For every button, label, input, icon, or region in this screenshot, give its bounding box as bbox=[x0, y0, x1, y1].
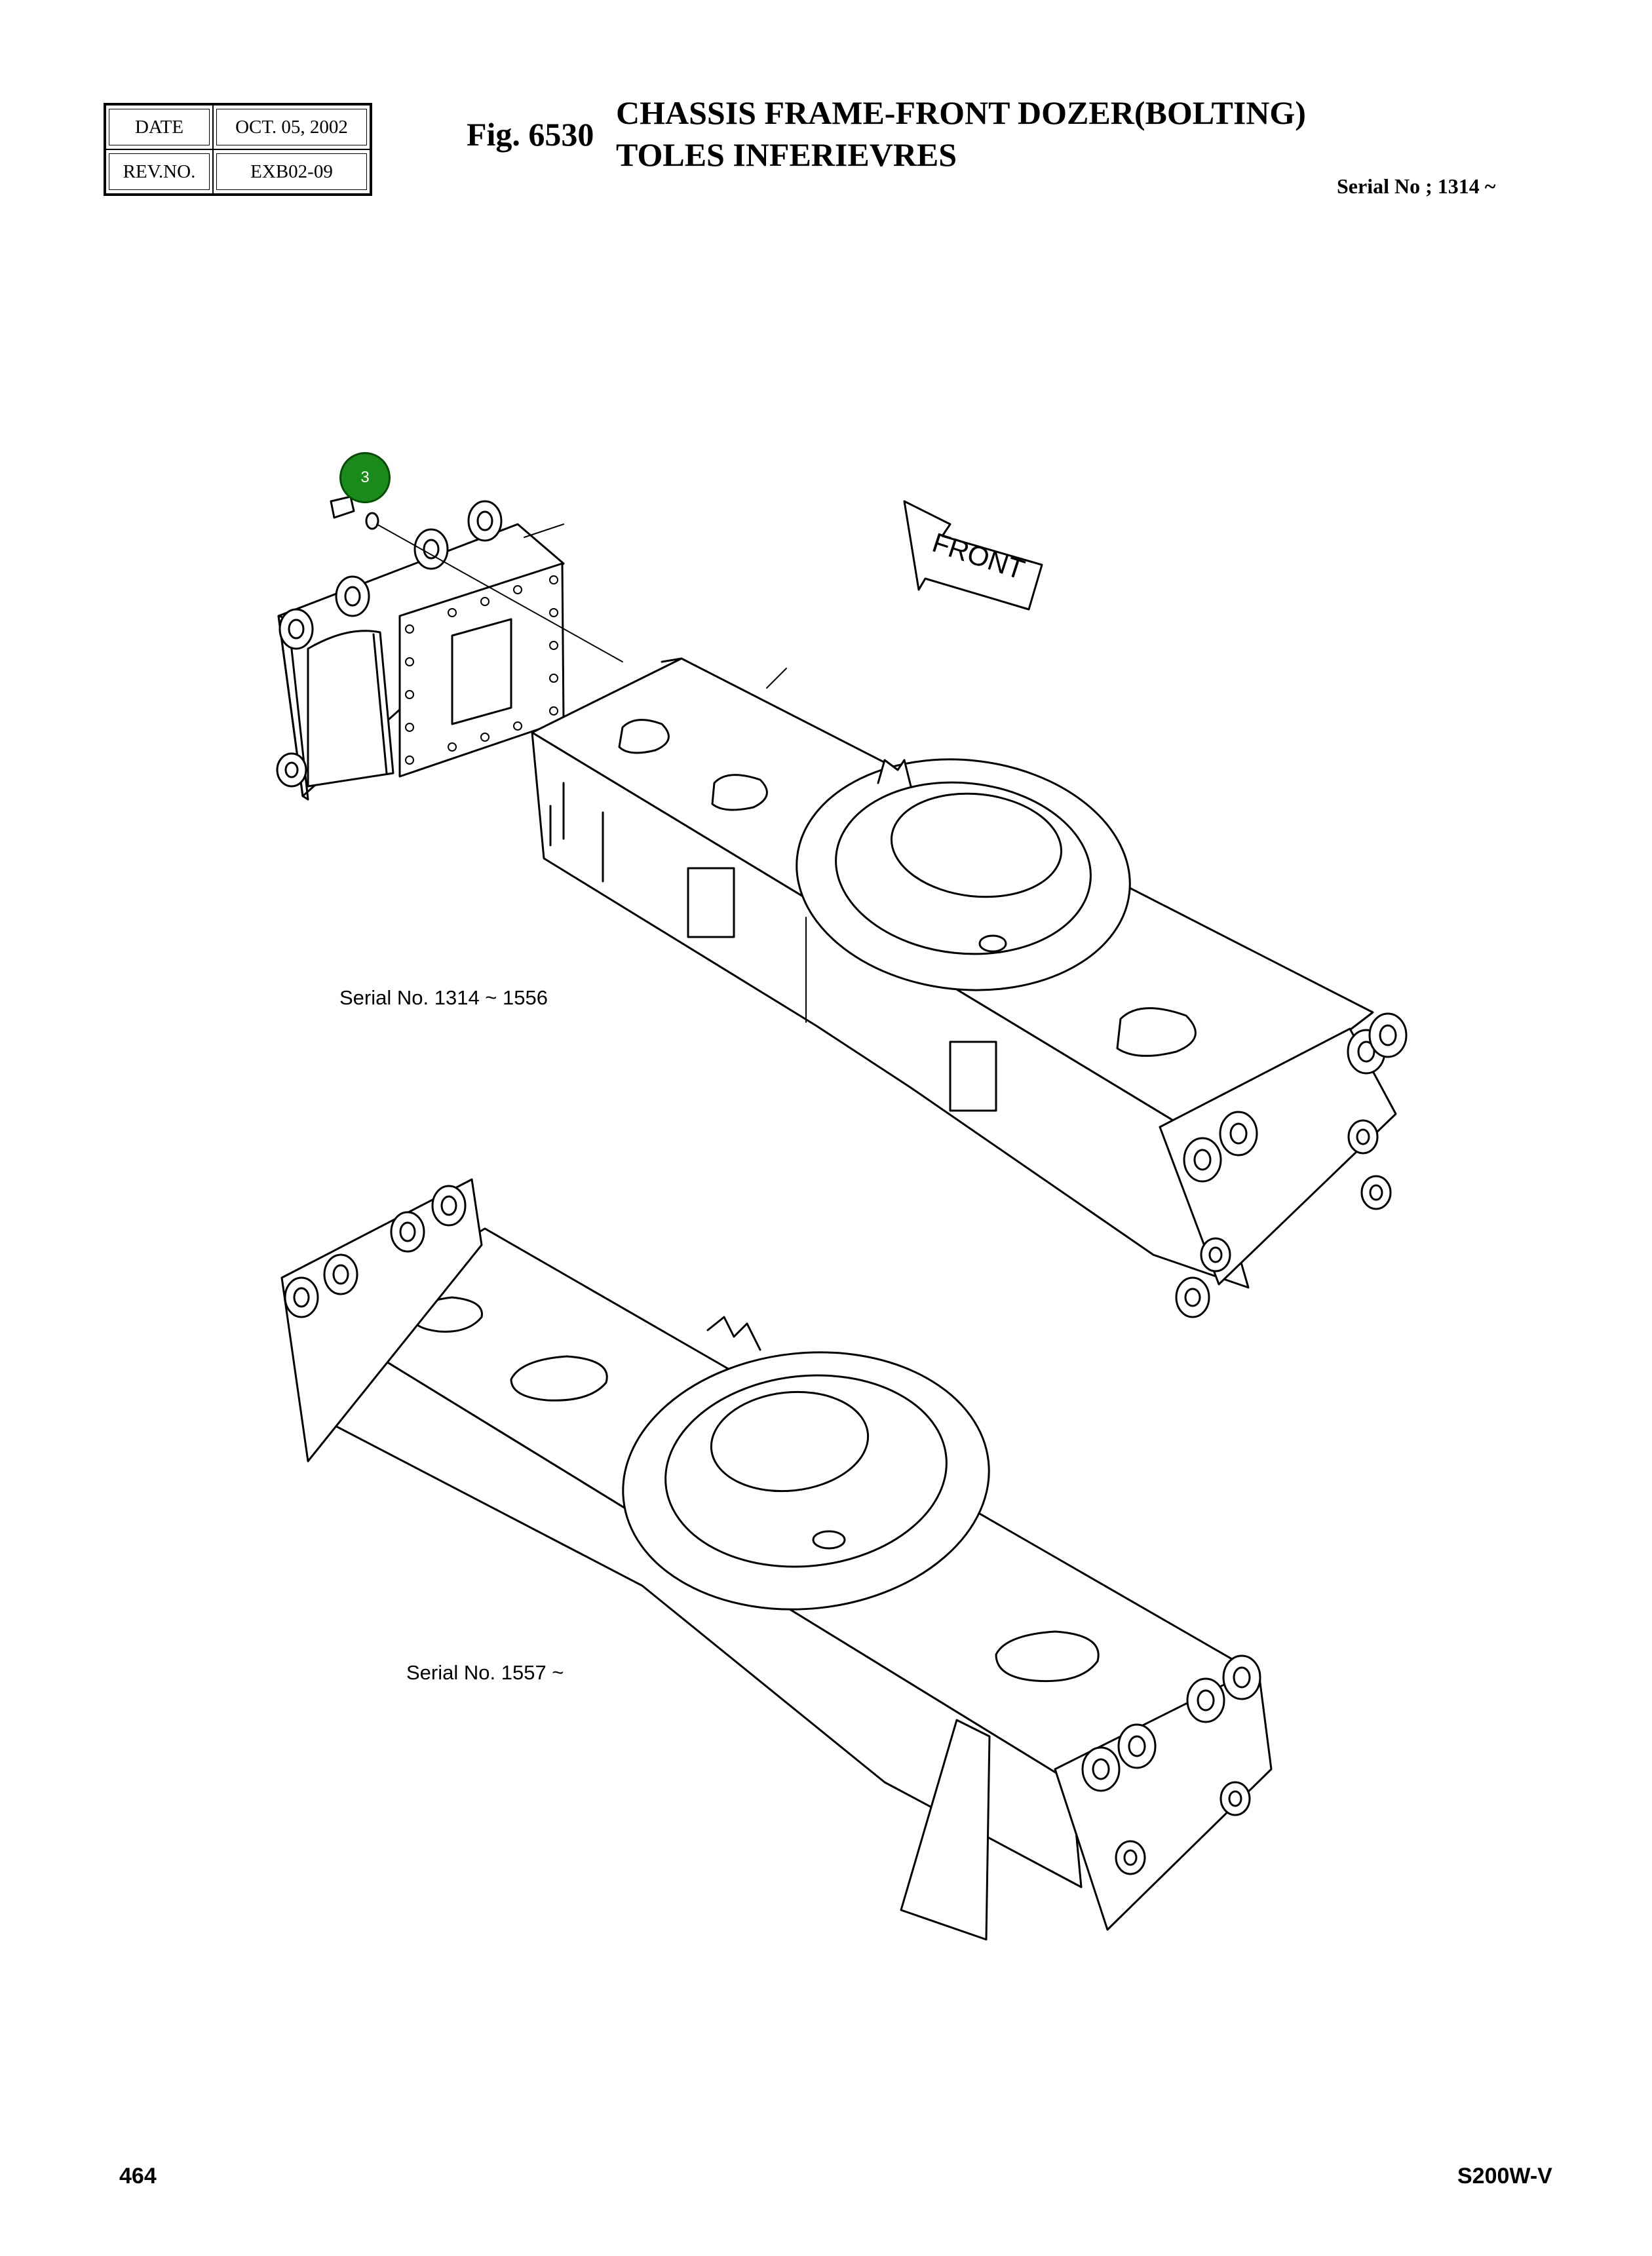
date-value-cell: OCT. 05, 2002 bbox=[212, 104, 372, 150]
rev-label: REV.NO. bbox=[109, 153, 210, 190]
upper-rear-lugs bbox=[1159, 1012, 1408, 1318]
rev-value: EXB02-09 bbox=[216, 153, 367, 190]
frame-upper-label: Serial No. 1314 ~ 1556 bbox=[339, 986, 548, 1009]
model-name: S200W-V bbox=[1457, 2164, 1552, 2189]
bracket-bolt-holes bbox=[405, 575, 558, 765]
figure-title-line1: CHASSIS FRAME-FRONT DOZER(BOLTING) bbox=[616, 94, 1306, 131]
page-number: 464 bbox=[119, 2164, 157, 2189]
lower-front-lugs bbox=[280, 1178, 483, 1463]
callout-3[interactable]: 3 bbox=[339, 452, 391, 503]
chassis-frame-upper bbox=[531, 657, 1408, 1318]
front-arrow: FRONT bbox=[903, 500, 1043, 611]
serial-range: Serial No ; 1314 ~ bbox=[1337, 174, 1496, 198]
rev-label-cell: REV.NO. bbox=[104, 149, 214, 195]
figure-title: CHASSIS FRAME-FRONT DOZER(BOLTING) TOLES… bbox=[616, 92, 1306, 176]
lower-rear-lugs bbox=[1054, 1654, 1273, 1931]
date-label-cell: DATE bbox=[104, 104, 214, 150]
bracket-lugs bbox=[276, 500, 503, 788]
frame-lower-label: Serial No. 1557 ~ bbox=[406, 1661, 564, 1684]
rev-value-cell: EXB02-09 bbox=[212, 149, 372, 195]
chassis-frame-lower bbox=[280, 1178, 1273, 1941]
leader-line bbox=[376, 524, 623, 662]
dozer-bracket bbox=[276, 495, 623, 801]
figure-title-line2: TOLES INFERIEVRES bbox=[616, 136, 957, 173]
date-label: DATE bbox=[109, 109, 210, 145]
revision-table: DATE OCT. 05, 2002 REV.NO. EXB02-09 bbox=[104, 103, 372, 196]
bolt-and-washer bbox=[330, 495, 379, 530]
date-value: OCT. 05, 2002 bbox=[216, 109, 367, 145]
figure-number: Fig. 6530 bbox=[467, 116, 594, 153]
